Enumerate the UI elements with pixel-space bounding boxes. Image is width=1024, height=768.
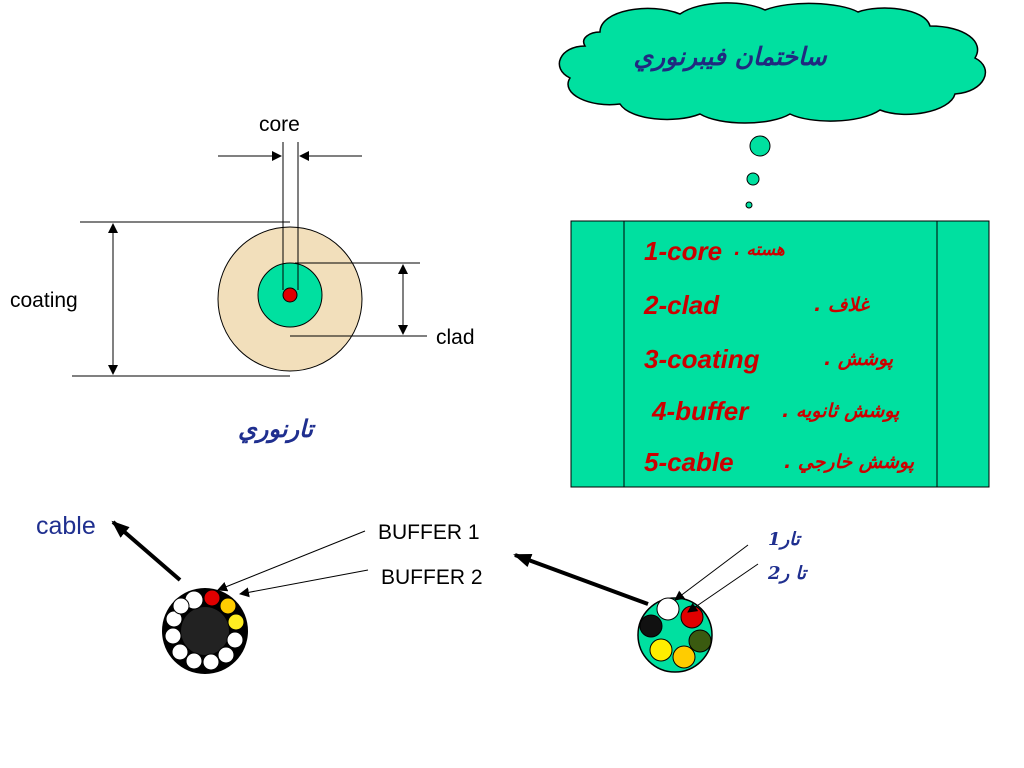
panel-item-fa: هسته .: [734, 240, 785, 260]
cable-label: cable: [36, 512, 96, 540]
buffer2-label: BUFFER 2: [381, 566, 483, 589]
fiber-caption: تارنوري: [238, 414, 314, 443]
thought-bubble-medium: [746, 172, 760, 186]
buffer1-pointer: [217, 530, 366, 592]
thought-bubble-small: [745, 201, 753, 209]
strand1-pointer: [674, 544, 749, 601]
thought-bubble-large: [749, 135, 771, 157]
panel-item-coating: 3-coating پوشش .: [624, 338, 936, 382]
buffer-tube: [203, 589, 221, 607]
structure-panel: [570, 220, 990, 488]
buffer-tube: [172, 597, 190, 615]
core-label: core: [259, 113, 300, 136]
strand2-pointer: [687, 563, 759, 613]
panel-item-clad: 2-clad غلاف .: [624, 284, 936, 328]
pointer-arrows: [111, 520, 759, 613]
panel-item-en: 4-buffer: [652, 396, 749, 426]
coating-label: coating: [10, 289, 78, 312]
buffer-tube: [202, 653, 220, 671]
cable-arrow: [111, 520, 182, 582]
buffer-tube: [164, 627, 182, 645]
strand2-label: تا ر2: [768, 563, 806, 584]
buffer-tube-cross-section: [637, 597, 713, 673]
panel-item-en: 5-cable: [644, 447, 734, 477]
buffer-tube: [226, 631, 244, 649]
panel-item-fa: پوشش خارجي .: [784, 451, 914, 473]
buffer-tube: [219, 597, 237, 615]
core-dimension: [218, 142, 362, 290]
panel-item-fa: پوشش ثانويه .: [782, 400, 900, 422]
coating-dimension: [72, 221, 290, 377]
fiber-cross-section: [217, 226, 363, 372]
buffer-tube: [227, 613, 245, 631]
cable-cross-section: [162, 588, 248, 674]
clad-dimension: [290, 262, 427, 337]
panel-item-en: 2-clad: [644, 290, 720, 320]
strand: [688, 629, 712, 653]
buffer-tube: [185, 652, 203, 670]
panel-item-en: 1-core: [644, 236, 723, 266]
strand1-label: تار1: [768, 529, 800, 550]
strand: [639, 614, 663, 638]
panel-item-core: 1-core هسته .: [624, 230, 936, 274]
buffer1-label: BUFFER 1: [378, 521, 480, 544]
diagram-title: ساختمان فيبرنوري: [633, 42, 827, 71]
clad-label: clad: [436, 326, 475, 349]
title-cloud: [558, 2, 987, 124]
buffer-tube: [165, 610, 183, 628]
panel-item-cable: 5-cable پوشش خارجي .: [624, 441, 936, 485]
strand: [656, 597, 680, 621]
panel-item-fa: غلاف .: [814, 294, 869, 316]
panel-item-en: 3-coating: [644, 344, 760, 374]
strand: [649, 638, 673, 662]
buffer2-pointer: [239, 569, 369, 598]
core-dot: [282, 287, 298, 303]
buffer-tube: [217, 646, 235, 664]
panel-item-buffer: 4-buffer پوشش ثانويه .: [624, 390, 936, 434]
buffer-tube-arrow: [513, 553, 649, 606]
buffer-tube: [171, 643, 189, 661]
strand: [672, 645, 696, 669]
panel-item-fa: پوشش .: [824, 348, 894, 370]
